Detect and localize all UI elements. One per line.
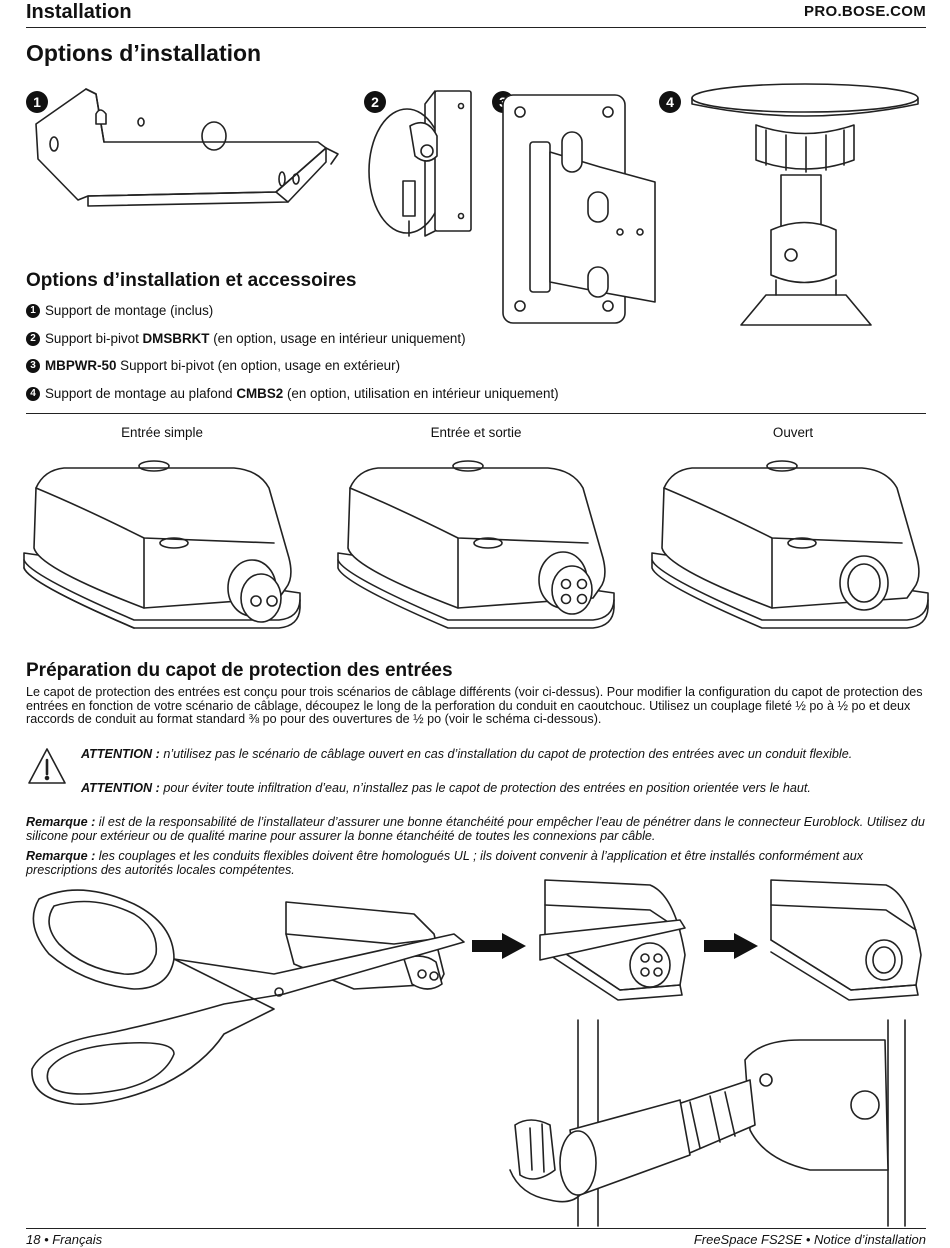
warning-text: pour éviter toute infiltration d’eau, n’…: [159, 781, 811, 795]
enclosure-cut-step-illustration: [539, 879, 686, 1001]
warning-2: ATTENTION : pour éviter toute infiltrati…: [81, 781, 926, 796]
note-text: les couplages et les conduits flexibles …: [26, 849, 864, 877]
figure-number-1: 1: [26, 91, 48, 113]
enclosure-in-out-illustration: [337, 460, 615, 629]
product-code: DMSBRKT: [142, 331, 210, 346]
header-rule: [26, 27, 926, 28]
enclosure-open-step-illustration: [770, 879, 922, 1001]
product-code: MBPWR-50: [45, 358, 117, 373]
accessory-text: (en option, utilisation en intérieur uni…: [283, 386, 559, 401]
footer-doc-title: FreeSpace FS2SE • Notice d’installation: [693, 1232, 926, 1247]
section-rule: [26, 413, 926, 414]
note-label: Remarque :: [26, 815, 96, 829]
accessory-text: Support de montage (inclus): [45, 303, 214, 318]
arrow-right-icon: [472, 933, 526, 959]
enclosure-open-illustration: [651, 460, 929, 629]
accessory-text: Support de montage au plafond: [45, 386, 237, 401]
warning-label: ATTENTION :: [81, 781, 160, 795]
page-title: Options d’installation: [26, 40, 262, 66]
accessories-title: Options d’installation et accessoires: [26, 270, 357, 291]
warning-label: ATTENTION :: [81, 747, 160, 761]
number-badge: 2: [26, 331, 40, 346]
number-badge: 1: [26, 303, 40, 318]
accessory-text: Support bi-pivot (en option, usage en ex…: [116, 358, 401, 373]
bipivot-bracket-illustration: [368, 90, 472, 237]
note-1: Remarque : il est de la responsabilité d…: [26, 815, 928, 843]
accessory-text: Support bi-pivot: [45, 331, 143, 346]
warning-text: n’utilisez pas le scénario de câblage ou…: [159, 747, 853, 761]
note-text: il est de la responsabilité de l’install…: [26, 815, 925, 843]
caption-in-out: Entrée et sortie: [430, 425, 522, 440]
accessory-text: (en option, usage en intérieur uniquemen…: [209, 331, 466, 346]
footer-page-number: 18 • Français: [26, 1232, 103, 1247]
mounting-bracket-illustration: [35, 88, 339, 207]
accessory-item-2: 2 Support bi-pivot DMSBRKT (en option, u…: [26, 331, 466, 346]
site-link[interactable]: PRO.BOSE.COM: [804, 3, 926, 20]
accessory-item-3: 3 MBPWR-50 Support bi-pivot (en option, …: [26, 358, 400, 373]
warning-1: ATTENTION : n’utilisez pas le scénario d…: [81, 747, 926, 762]
accessory-item-1: 1 Support de montage (inclus): [26, 303, 213, 318]
figure-number-4: 4: [659, 91, 681, 113]
arrow-right-icon: [704, 933, 758, 959]
note-2: Remarque : les couplages et les conduits…: [26, 849, 928, 877]
note-label: Remarque :: [26, 849, 96, 863]
enclosure-single-entry-illustration: [23, 460, 301, 629]
figure-number-2: 2: [364, 91, 386, 113]
prep-title: Préparation du capot de protection des e…: [26, 660, 453, 681]
accessory-item-4: 4 Support de montage au plafond CMBS2 (e…: [26, 386, 559, 401]
conduit-fitting-illustration: [509, 1019, 906, 1227]
scissors-cutting-illustration: [31, 889, 465, 1105]
caption-simple: Entrée simple: [121, 425, 203, 440]
product-code: CMBS2: [236, 386, 284, 401]
section-title: Installation: [26, 1, 132, 23]
ceiling-mount-illustration: [691, 83, 919, 326]
prep-body: Le capot de protection des entrées est c…: [26, 685, 923, 727]
number-badge: 4: [26, 386, 40, 401]
outdoor-bipivot-illustration: [502, 94, 656, 324]
warning-triangle-icon: [28, 748, 66, 784]
footer-rule: [26, 1228, 926, 1229]
caption-open: Ouvert: [772, 425, 814, 440]
number-badge: 3: [26, 358, 40, 373]
